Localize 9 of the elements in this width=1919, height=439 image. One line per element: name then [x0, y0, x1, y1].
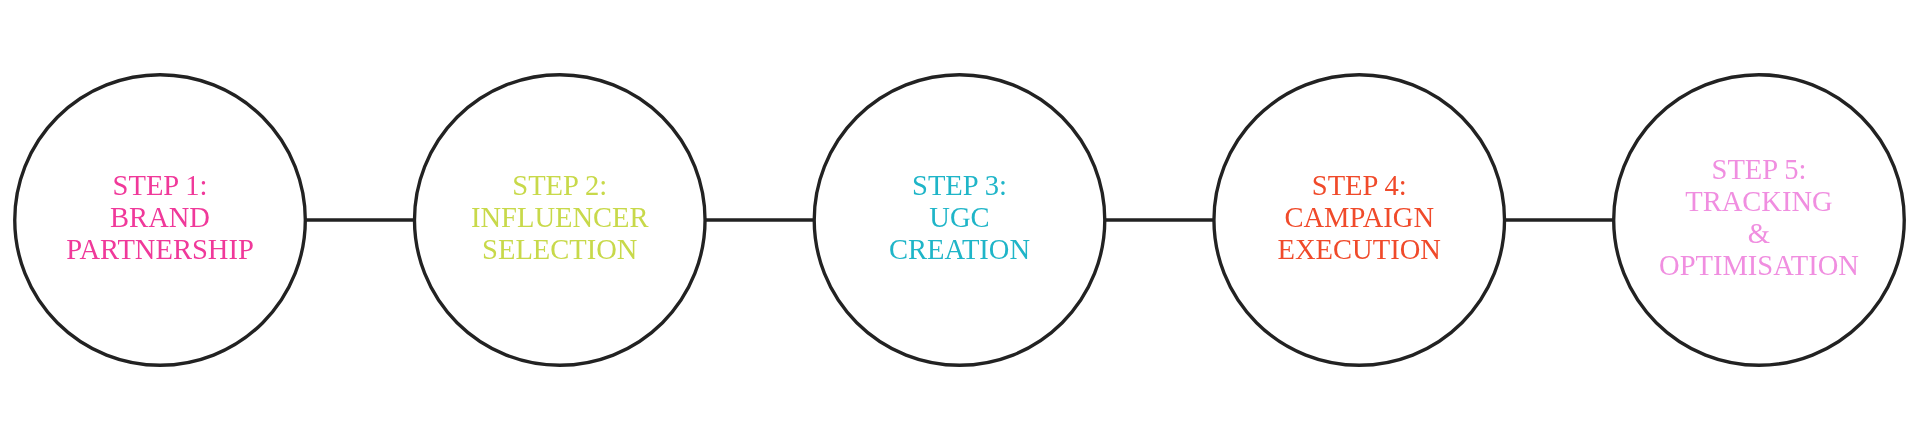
node-circle: STEP 4: CAMPAIGN EXECUTION — [1212, 72, 1507, 367]
node-circle: STEP 2: INFLUENCER SELECTION — [412, 72, 707, 367]
node-circle: STEP 1: BRAND PARTNERSHIP — [13, 72, 307, 367]
connector — [305, 217, 415, 222]
connector — [1504, 217, 1614, 222]
node-circle: STEP 5: TRACKING & OPTIMISATION — [1612, 72, 1906, 367]
connector — [1104, 217, 1214, 222]
connector — [705, 217, 814, 222]
node-circle: STEP 3: UGC CREATION — [812, 72, 1107, 367]
